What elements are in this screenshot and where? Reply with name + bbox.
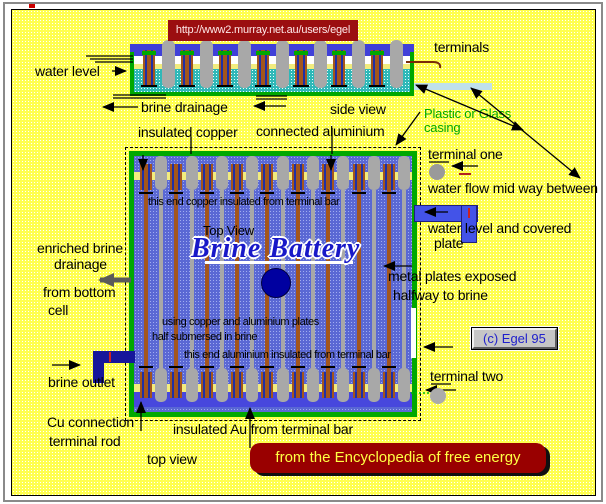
label-terminal-two: terminal two <box>430 368 504 384</box>
label-water-flow: water flow mid way between <box>428 180 598 196</box>
egel-badge[interactable]: (c) Egel 95 <box>470 326 559 351</box>
label-metal-plates-2: halfway to brine <box>393 287 488 303</box>
label-water-level-plate-2: plate <box>434 235 464 251</box>
label-brine-outlet: brine outlet <box>48 374 115 390</box>
water-inlet-red-tick <box>468 208 470 218</box>
outer-frame <box>3 2 603 502</box>
note-using-plates: using copper and aluminium plates <box>162 316 319 328</box>
egel-badge-label: (c) Egel 95 <box>472 328 557 349</box>
note-half-submersed: half submersed in brine <box>152 331 258 343</box>
label-terminals: terminals <box>434 39 489 55</box>
label-from-bottom-2: cell <box>48 302 69 318</box>
label-cu-connection-2: terminal rod <box>49 433 121 449</box>
brine-battery-title: Brine Battery <box>191 233 361 264</box>
label-from-bottom-1: from bottom <box>43 284 116 300</box>
sv-terminal-strip <box>414 83 492 90</box>
title-underline <box>205 261 353 264</box>
label-enriched-1: enriched brine <box>37 240 123 256</box>
label-cu-connection-1: Cu connection <box>47 414 134 430</box>
label-top-view-caption: top view <box>147 451 197 467</box>
tv-border-white-gap <box>411 308 416 358</box>
banner: from the Encyclopedia of free energy <box>250 443 546 473</box>
sv-border-right <box>410 52 414 96</box>
brine-outlet-red-tick <box>109 352 111 362</box>
label-metal-plates-1: metal plates exposed <box>388 268 517 284</box>
tv-terminal-bar-top <box>134 172 412 180</box>
label-water-level-plate-1: water level and covered <box>428 220 572 236</box>
brine-outlet-pipe-v <box>93 351 104 383</box>
label-enriched-2: drainage <box>54 256 107 272</box>
label-connected-aluminium: connected aluminium <box>256 123 385 139</box>
label-terminal-one: terminal one <box>428 146 503 162</box>
sv-border-left <box>130 52 134 96</box>
top-view-heading: Top View <box>203 223 254 238</box>
tv-terminal-bar-bottom <box>134 384 412 392</box>
sv-water-line <box>134 64 410 69</box>
brine-outlet-pipe-h <box>95 351 135 363</box>
label-insulated-copper: insulated copper <box>138 124 238 140</box>
red-mark <box>29 4 35 8</box>
egel-badge-frame: (c) Egel 95 <box>470 326 559 351</box>
label-side-view: side view <box>330 101 386 117</box>
label-water-level: water level <box>35 63 100 79</box>
url-label[interactable]: http://www2.murray.net.au/users/egel <box>168 20 358 41</box>
label-insulated-au: insulated Au from terminal bar <box>173 421 353 437</box>
navy-circle <box>261 268 291 298</box>
water-inlet-pipe-v <box>461 205 477 243</box>
label-casing-2: casing <box>424 120 461 135</box>
sv-brine-zone <box>134 69 410 92</box>
label-brine-drainage: brine drainage <box>141 99 228 115</box>
sv-border-bottom <box>130 92 414 96</box>
note-aluminium-end: this end aluminium insulated from termin… <box>184 349 391 361</box>
sv-top-bar <box>130 44 414 56</box>
note-copper-end: this end copper insulated from terminal … <box>148 196 340 208</box>
